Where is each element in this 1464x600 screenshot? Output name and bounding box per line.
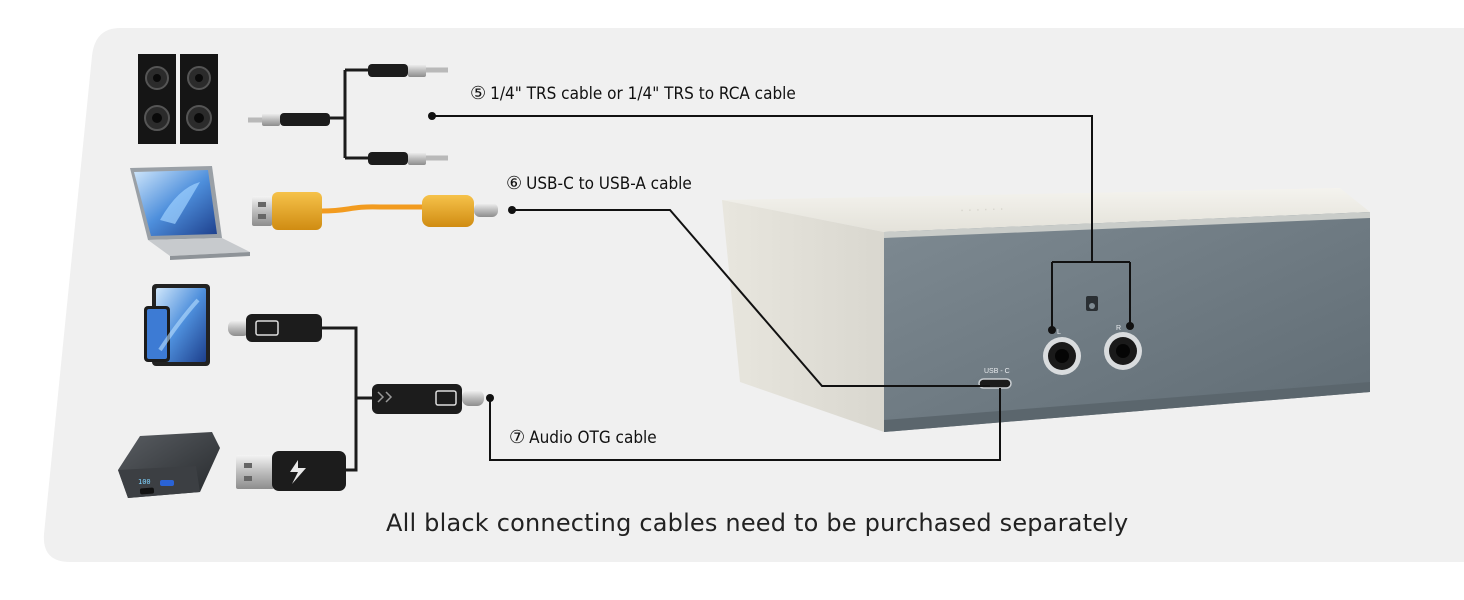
tablet-phone-icon	[144, 284, 210, 366]
usb-cable-number: ⑥	[506, 173, 523, 194]
trs-y-cable	[248, 64, 448, 165]
otg-cable-number: ⑦	[509, 427, 526, 448]
trs-leader-line	[432, 115, 1131, 330]
power-bank-icon: 100	[118, 432, 220, 498]
otg-cable-text: Audio OTG cable	[529, 428, 657, 448]
usb-c-port-label: USB - C	[984, 368, 1010, 375]
speakers-icon	[138, 54, 218, 144]
svg-text:100: 100	[138, 478, 151, 486]
right-output-label: R	[1116, 325, 1121, 332]
footnote: All black connecting cables need to be p…	[386, 509, 1129, 537]
audio-otg-cable	[228, 314, 484, 491]
laptop-icon	[130, 166, 250, 260]
trs-cable-number: ⑤	[470, 83, 487, 104]
svg-text:· · · · · ·: · · · · · ·	[960, 200, 1005, 217]
trs-cable-text: 1/4" TRS cable or 1/4" TRS to RCA cable	[490, 84, 796, 104]
usb-leader-line	[512, 209, 990, 387]
leader-dots	[428, 112, 1134, 402]
otg-leader-line	[489, 388, 1001, 461]
audio-interface-icon: · · · · · · L R USB - C	[722, 188, 1370, 432]
usb-c-to-usb-a-cable	[252, 192, 498, 230]
usb-cable-text: USB-C to USB-A cable	[526, 174, 692, 194]
leader-lines	[432, 115, 1131, 461]
left-output-label: L	[1057, 329, 1061, 336]
